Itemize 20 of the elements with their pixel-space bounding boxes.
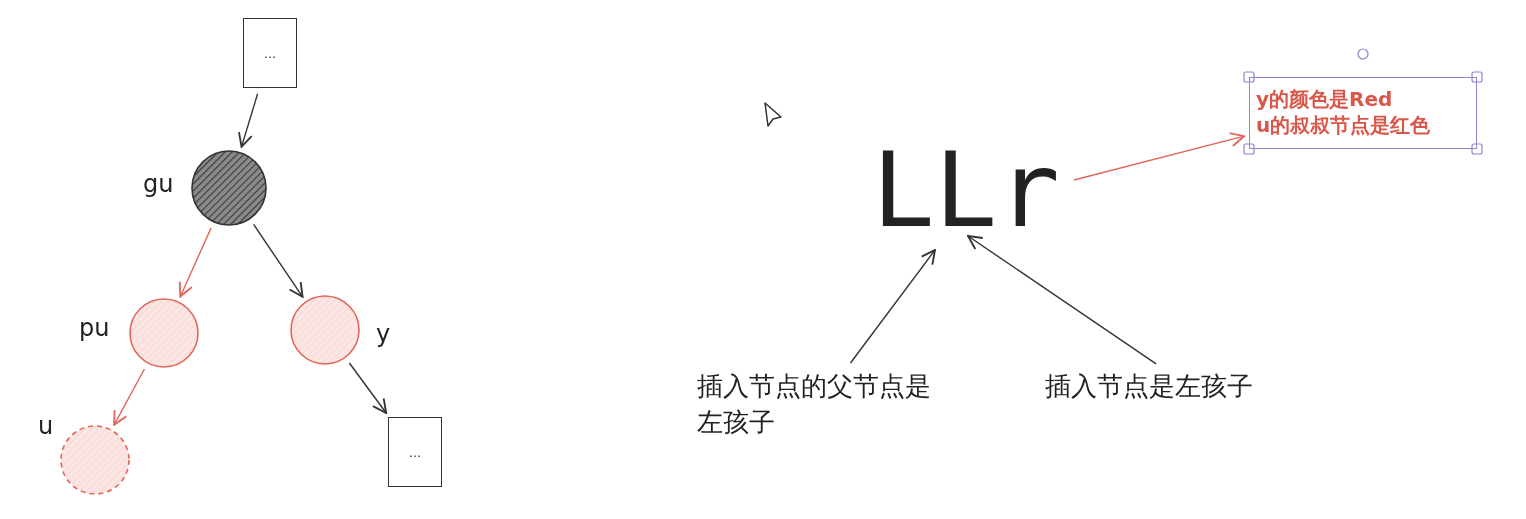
arrow [1073, 132, 1246, 181]
annotation-text: 插入节点是左孩子 [1045, 368, 1315, 404]
note-line: y的颜色是Red [1256, 86, 1394, 112]
arrow [252, 223, 304, 298]
annotation-text: 插入节点的父节点是左孩子 [697, 368, 947, 442]
node-label: gu [143, 172, 174, 196]
node-label: u [38, 414, 54, 438]
note-box [1249, 77, 1477, 149]
ellipsis-box: ... [243, 18, 297, 88]
ellipsis-box: ... [388, 417, 442, 487]
arrow [849, 249, 936, 364]
note-line: u的叔叔节点是红色 [1256, 112, 1432, 138]
node-label: y [376, 322, 391, 346]
arrow [967, 235, 1157, 365]
node-label: pu [79, 316, 110, 340]
arrow [178, 227, 212, 298]
arrow [348, 362, 388, 414]
case-code-text: LLr [872, 140, 1064, 240]
arrow [238, 93, 259, 148]
arrow [113, 368, 146, 426]
